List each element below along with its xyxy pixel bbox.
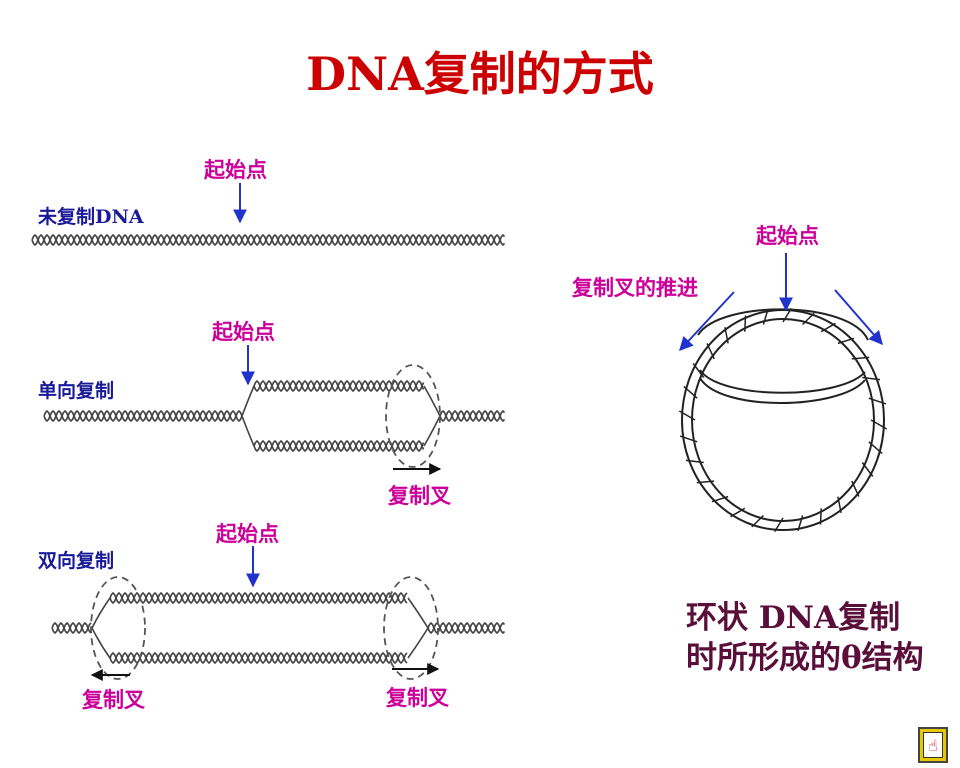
unidirectional-label: 单向复制 (38, 380, 115, 402)
theta-twist-mark (692, 363, 705, 378)
bidirectional-fork-lines (91, 597, 429, 659)
theta-twist-mark (683, 385, 698, 399)
bidirectional-daughter-helix-bottom-strand-a (109, 651, 408, 665)
theta-twist-mark (724, 326, 729, 344)
theta-twist-mark (820, 322, 836, 333)
theta-twist-mark (837, 337, 855, 345)
theta-twist-mark (868, 397, 887, 405)
origin-label-bidirectional: 起始点 (216, 521, 279, 546)
unreplicated-helix-strand-b (31, 233, 506, 247)
theta-twist-mark (711, 495, 729, 503)
theta-twist-mark (837, 496, 842, 514)
theta-twist-mark (851, 480, 860, 497)
bidirectional-daughter-helix-top-strand-b (109, 591, 408, 605)
page-title: DNA复制的方式 (306, 47, 654, 101)
unidirectional-fork-lines (241, 385, 441, 447)
bidirectional-right-helix-strand-a (427, 621, 506, 635)
theta-twist-mark (851, 356, 870, 360)
fork-label-unidirectional: 复制叉 (388, 483, 451, 508)
unidirectional-daughter-helix-top-strand-b (253, 379, 425, 393)
theta-twist-mark (802, 312, 815, 326)
theta-twist-mark (797, 515, 804, 532)
bidirectional-daughter-helix-bottom-strand-b (109, 651, 408, 665)
unidirectional-daughter-helix-top-strand-a (253, 379, 425, 393)
theta-twist-mark (696, 480, 715, 484)
theta-twist-mark (868, 441, 883, 455)
theta-caption: 环状 DNA复制时所形成的θ结构 (686, 600, 924, 676)
theta-twist-mark (678, 410, 696, 421)
theta-twist-mark (870, 419, 888, 430)
origin-arrows (233, 183, 883, 588)
bidirectional-right-helix-strand-b (427, 621, 506, 635)
bidirectional-left-helix-strand-a (51, 621, 92, 635)
origin-label-unreplicated: 起始点 (204, 157, 267, 182)
fork-progression-label: 复制叉的推进 (572, 275, 698, 300)
theta-twist-mark (861, 462, 874, 477)
origin-label-circular: 起始点 (756, 223, 819, 248)
bidirectional-daughter-helix-top-strand-a (109, 591, 408, 605)
hand-pointer-icon: ☝ (923, 732, 943, 758)
unreplicated-dna-label: 未复制DNA (38, 206, 144, 228)
theta-structure (681, 308, 885, 531)
unidirectional-parent-helix-strand-b (43, 409, 243, 423)
unidirectional-unreplicated-helix-strand-b (439, 409, 506, 423)
unreplicated-helix-strand-a (31, 233, 506, 247)
theta-twist-mark (751, 514, 764, 528)
fork-highlight-circles (90, 364, 441, 680)
dna-helix-strands (31, 233, 506, 665)
theta-twist-mark (679, 435, 698, 443)
fork-label-left: 复制叉 (82, 687, 145, 712)
theta-twist-mark (819, 508, 822, 525)
theta-twist-mark (774, 517, 784, 532)
theta-twist-mark (762, 308, 769, 325)
unidirectional-daughter-helix-bottom-strand-a (253, 439, 425, 453)
theta-twist-mark (730, 507, 746, 518)
unidirectional-parent-helix-strand-a (43, 409, 243, 423)
fork-direction-arrows (90, 463, 442, 681)
bidirectional-label: 双向复制 (38, 550, 115, 572)
nav-button[interactable]: ☝ (918, 727, 948, 763)
bidirectional-left-helix-strand-b (51, 621, 92, 635)
theta-twist-mark (862, 376, 881, 381)
theta-twist-mark (706, 343, 715, 360)
fork-label-right: 复制叉 (386, 685, 449, 710)
origin-label-unidirectional: 起始点 (212, 319, 275, 344)
theta-twist-mark (685, 459, 704, 464)
theta-twist-mark (744, 315, 747, 332)
unidirectional-daughter-helix-bottom-strand-b (253, 439, 425, 453)
